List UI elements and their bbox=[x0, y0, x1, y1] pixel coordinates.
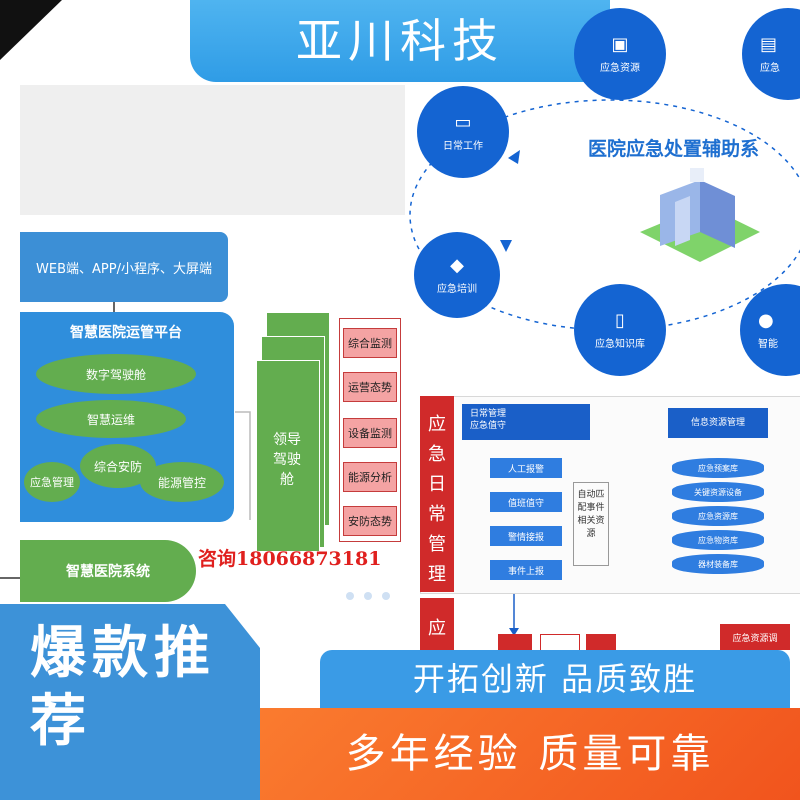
module-energy: 能源管控 bbox=[140, 462, 224, 502]
node-label: 智能 bbox=[758, 339, 778, 350]
node-label: 应急 bbox=[760, 63, 780, 74]
flow-resource-dispatch: 应急资源调 bbox=[720, 624, 790, 650]
node-label: 应急资源 bbox=[600, 63, 640, 74]
monitor-item: 运营态势 bbox=[343, 372, 397, 402]
db-item: 应急预案库 bbox=[672, 458, 764, 478]
head-info-resource: 信息资源管理 bbox=[668, 408, 768, 438]
access-channels-box: WEB端、APP/小程序、大屏端 bbox=[20, 232, 228, 302]
promo-hot-recommend: 爆款推荐 bbox=[30, 621, 216, 754]
hospital-system-box: 智慧医院系统 bbox=[20, 540, 196, 602]
node-label: 日常工作 bbox=[443, 141, 483, 152]
promo-slogan-innovation: 开拓创新 品质致胜 bbox=[320, 650, 790, 708]
node-label: 应急培训 bbox=[437, 284, 477, 295]
gray-placeholder-area bbox=[20, 85, 405, 215]
book-icon: ▯ bbox=[615, 310, 625, 331]
db-item: 器材装备库 bbox=[672, 554, 764, 574]
step-event-report: 事件上报 bbox=[490, 560, 562, 580]
monitor-item: 安防态势 bbox=[343, 506, 397, 536]
auto-match-box: 自动匹配事件相关资源 bbox=[573, 482, 609, 566]
graduation-cap-icon: ◆ bbox=[450, 255, 464, 276]
db-item: 应急物资库 bbox=[672, 530, 764, 550]
leader-cockpit-label: 领导驾驶舱 bbox=[273, 432, 301, 488]
emergency-system-title: 医院应急处置辅助系 bbox=[588, 138, 760, 160]
orbit-arrow bbox=[508, 150, 520, 164]
promo-left-panel bbox=[0, 604, 260, 800]
monitor-icon: ▭ bbox=[454, 112, 472, 133]
head-line: 应急值守 bbox=[470, 421, 507, 431]
node-knowledge-base: ▯ 应急知识库 bbox=[574, 284, 666, 376]
hospital-building-illustration bbox=[640, 168, 760, 262]
step-manual-alarm: 人工报警 bbox=[490, 458, 562, 478]
head-daily-management: 日常管理 应急值守 bbox=[462, 404, 590, 440]
node-partial-bottom: ● 智能 bbox=[740, 284, 800, 376]
monitor-item: 能源分析 bbox=[343, 462, 397, 492]
step-alert-receive: 警情接报 bbox=[490, 526, 562, 546]
section-label-second: 应 bbox=[420, 598, 454, 650]
promo-slogan-experience: 多年经验 质量可靠 bbox=[260, 708, 800, 800]
db-item: 应急资源库 bbox=[672, 506, 764, 526]
box-icon: ▣ bbox=[611, 34, 629, 55]
leader-sheet-front bbox=[256, 360, 320, 552]
step-duty: 值班值守 bbox=[490, 492, 562, 512]
monitor-item: 综合监测 bbox=[343, 328, 397, 358]
clipboard-icon: ▤ bbox=[760, 34, 778, 55]
monitor-list-frame bbox=[339, 318, 401, 542]
bulb-icon: ● bbox=[758, 310, 774, 331]
head-line: 日常管理 bbox=[470, 409, 507, 419]
ops-platform-title: 智慧医院运管平台 bbox=[70, 325, 182, 341]
module-smart-ops: 智慧运维 bbox=[36, 400, 186, 438]
consult-phone: 咨询18066873181 bbox=[198, 548, 382, 570]
module-cockpit: 数字驾驶舱 bbox=[36, 354, 196, 394]
node-label: 应急知识库 bbox=[595, 339, 645, 350]
orbit-arrow bbox=[500, 240, 512, 252]
section-label-daily: 应急日常管理 bbox=[420, 396, 454, 592]
db-item: 关键资源设备 bbox=[672, 482, 764, 502]
brand-banner: 亚川科技 bbox=[190, 0, 610, 82]
monitor-item: 设备监测 bbox=[343, 418, 397, 448]
node-emergency-resource: ▣ 应急资源 bbox=[574, 8, 666, 100]
module-emergency: 应急管理 bbox=[24, 462, 80, 502]
node-emergency-training: ◆ 应急培训 bbox=[414, 232, 500, 318]
node-daily-work: ▭ 日常工作 bbox=[417, 86, 509, 178]
